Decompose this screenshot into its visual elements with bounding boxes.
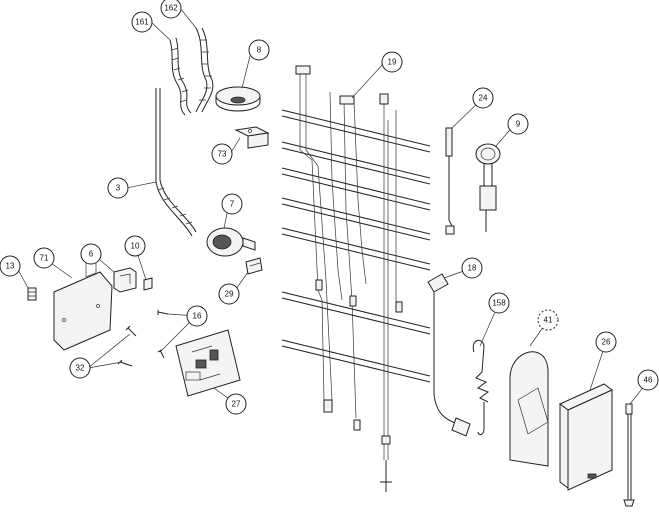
callout-16: 16	[186, 305, 208, 327]
callout-24: 24	[472, 87, 494, 109]
callout-label-13: 13	[6, 262, 15, 271]
callout-label-161: 161	[135, 18, 149, 27]
hose-162	[195, 27, 214, 113]
sensor-10	[143, 277, 153, 291]
callout-label-18: 18	[468, 264, 477, 273]
callout-158: 158	[488, 292, 510, 314]
callout-label-71: 71	[40, 254, 49, 263]
callout-41: 41	[537, 309, 559, 331]
callout-19: 19	[381, 51, 403, 73]
callout-13: 13	[0, 255, 21, 277]
callout-label-46: 46	[644, 376, 653, 385]
pressure-switch-7	[206, 227, 256, 257]
screws-32	[117, 325, 137, 367]
callout-label-16: 16	[193, 312, 202, 321]
callout-label-9: 9	[516, 120, 521, 129]
callout-46: 46	[637, 369, 659, 391]
enclosure-box-26	[559, 383, 613, 491]
callout-label-73: 73	[218, 150, 227, 159]
callout-6: 6	[80, 243, 102, 265]
callout-7: 7	[221, 193, 243, 215]
leader-lines	[15, 7, 650, 405]
power-cord-18	[427, 273, 471, 437]
callout-3: 3	[107, 177, 129, 199]
mounting-plate-71	[53, 254, 113, 351]
callout-label-162: 162	[164, 4, 178, 13]
callout-label-26: 26	[602, 338, 611, 347]
igniter-9	[475, 143, 501, 232]
callout-73: 73	[211, 143, 233, 165]
callout-label-24: 24	[479, 94, 488, 103]
callout-label-41: 41	[544, 316, 553, 325]
callout-label-29: 29	[225, 290, 234, 299]
callout-label-32: 32	[76, 364, 85, 373]
probe-24	[445, 127, 455, 235]
arched-panel-41	[509, 351, 549, 467]
callout-8: 8	[248, 39, 270, 61]
callout-29: 29	[218, 283, 240, 305]
callout-label-27: 27	[232, 400, 241, 409]
callout-label-10: 10	[131, 242, 140, 251]
bracket-73	[234, 126, 270, 149]
bolt-13	[27, 287, 37, 301]
round-cover-8	[215, 86, 261, 112]
callout-label-8: 8	[257, 46, 262, 55]
hook-spring-158	[472, 339, 490, 436]
callout-27: 27	[225, 393, 247, 415]
callout-9: 9	[507, 113, 529, 135]
callout-label-3: 3	[116, 184, 121, 193]
callout-162: 162	[160, 0, 182, 19]
callout-10: 10	[124, 235, 146, 257]
callout-18: 18	[461, 257, 483, 279]
connector-29	[245, 257, 263, 275]
callout-label-7: 7	[230, 200, 235, 209]
hose-161	[169, 37, 192, 116]
screws-16	[157, 310, 169, 359]
callout-32: 32	[69, 357, 91, 379]
wire-harness-19	[281, 65, 431, 492]
rod-46	[623, 403, 635, 507]
control-board-27	[175, 329, 241, 397]
callout-label-6: 6	[89, 250, 94, 259]
callout-label-158: 158	[492, 299, 506, 308]
switch-6	[113, 267, 137, 293]
callout-71: 71	[33, 247, 55, 269]
tube-3	[155, 88, 197, 237]
callout-26: 26	[595, 331, 617, 353]
callout-label-19: 19	[388, 58, 397, 67]
callout-161: 161	[131, 11, 153, 33]
